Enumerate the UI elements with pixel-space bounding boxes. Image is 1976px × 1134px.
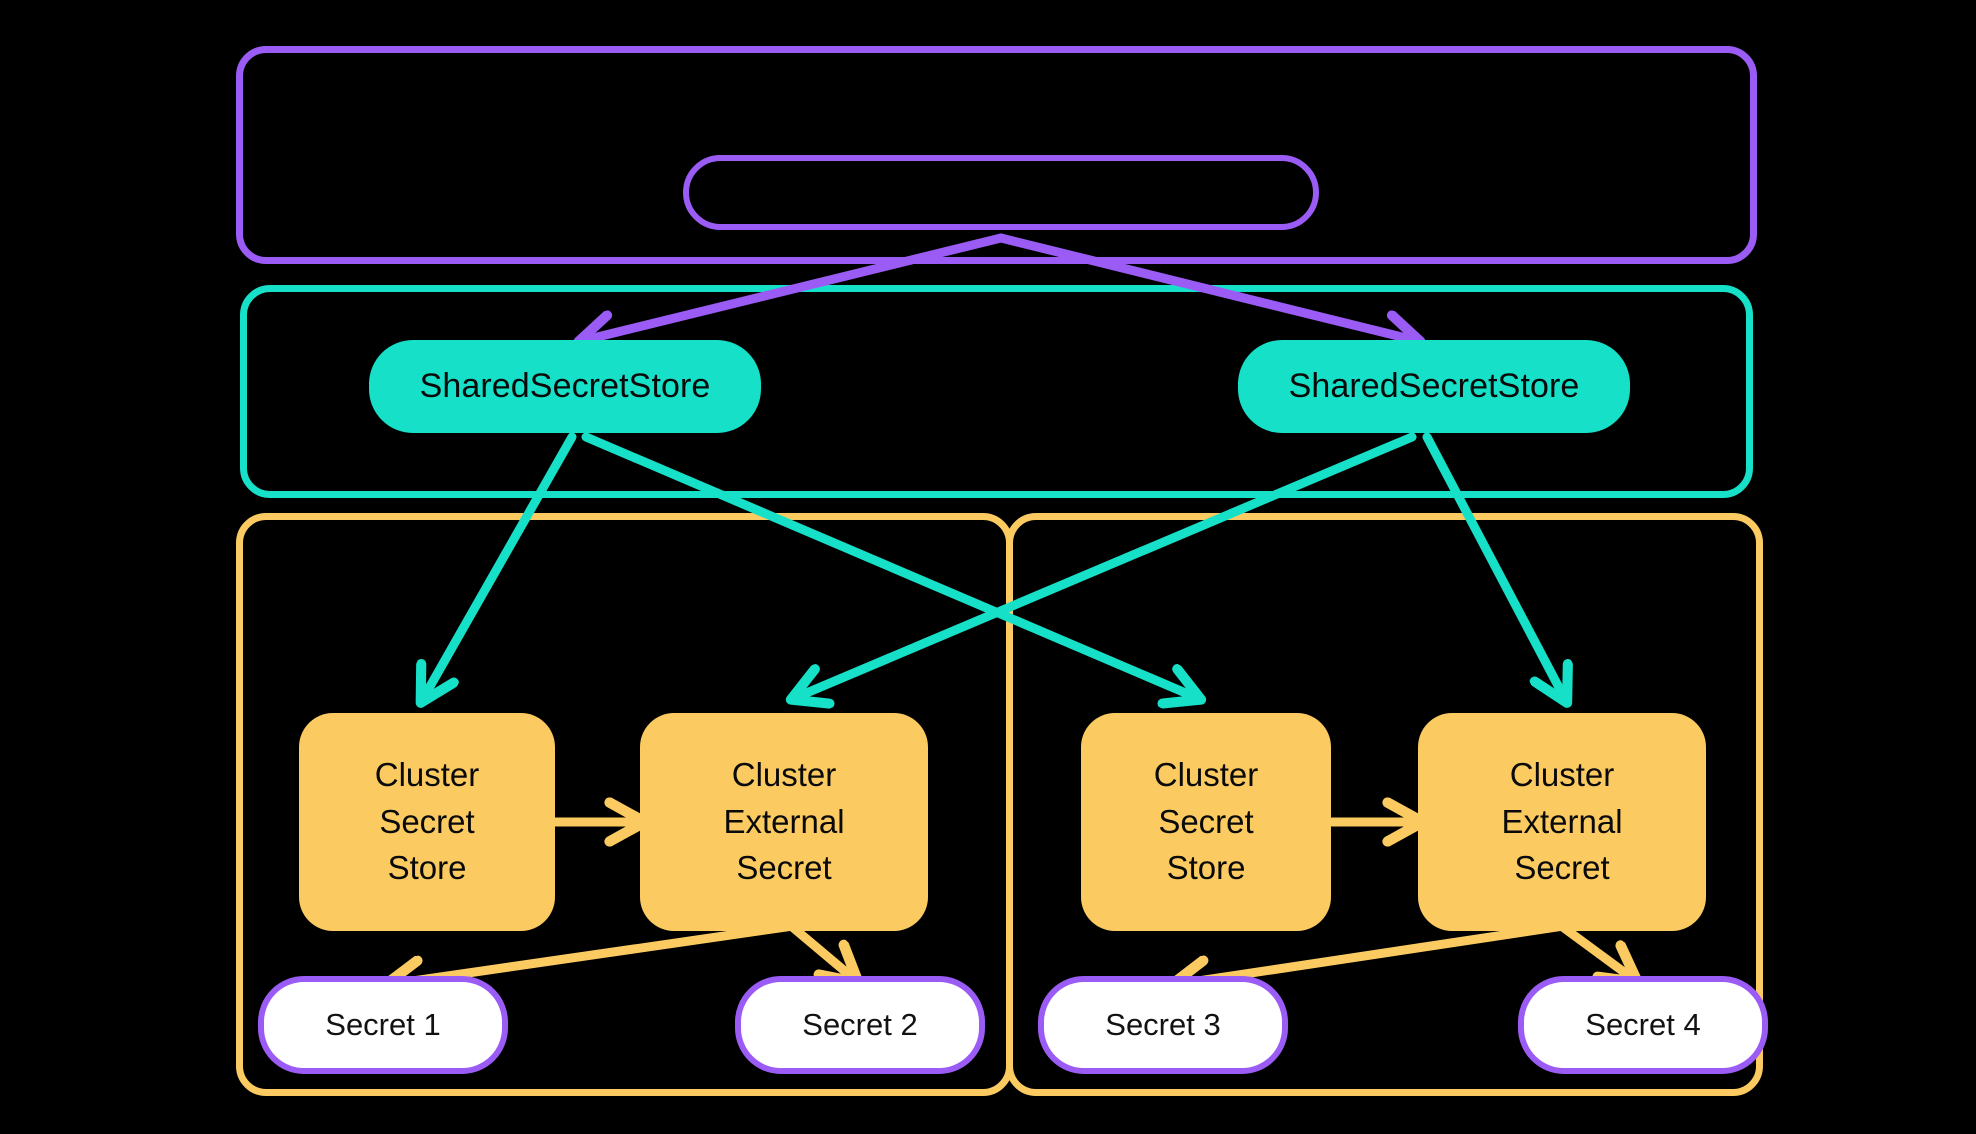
node-line: External xyxy=(1501,802,1623,840)
node-cluster-secret-store-right[interactable]: Cluster Secret Store xyxy=(1081,713,1331,931)
node-secret-2[interactable]: Secret 2 xyxy=(735,976,985,1074)
top-pill-node[interactable] xyxy=(683,155,1319,230)
node-secret-1[interactable]: Secret 1 xyxy=(258,976,508,1074)
node-secret-4[interactable]: Secret 4 xyxy=(1518,976,1768,1074)
node-line: Store xyxy=(1166,849,1246,887)
node-line: Secret xyxy=(379,802,475,840)
node-secret-3[interactable]: Secret 3 xyxy=(1038,976,1288,1074)
node-line: Cluster xyxy=(374,755,480,793)
node-shared-secret-store-right[interactable]: SharedSecretStore xyxy=(1238,340,1630,433)
node-shared-secret-store-left[interactable]: SharedSecretStore xyxy=(369,340,761,433)
node-line: Store xyxy=(387,849,467,887)
node-line: Cluster xyxy=(1509,755,1615,793)
node-line: Secret xyxy=(1158,802,1254,840)
node-cluster-secret-store-left[interactable]: Cluster Secret Store xyxy=(299,713,555,931)
node-cluster-external-secret-right[interactable]: Cluster External Secret xyxy=(1418,713,1706,931)
node-line: Secret xyxy=(736,849,832,887)
node-cluster-external-secret-left[interactable]: Cluster External Secret xyxy=(640,713,928,931)
node-line: External xyxy=(723,802,845,840)
node-line: Cluster xyxy=(1153,755,1259,793)
node-line: Cluster xyxy=(731,755,837,793)
node-line: Secret xyxy=(1514,849,1610,887)
